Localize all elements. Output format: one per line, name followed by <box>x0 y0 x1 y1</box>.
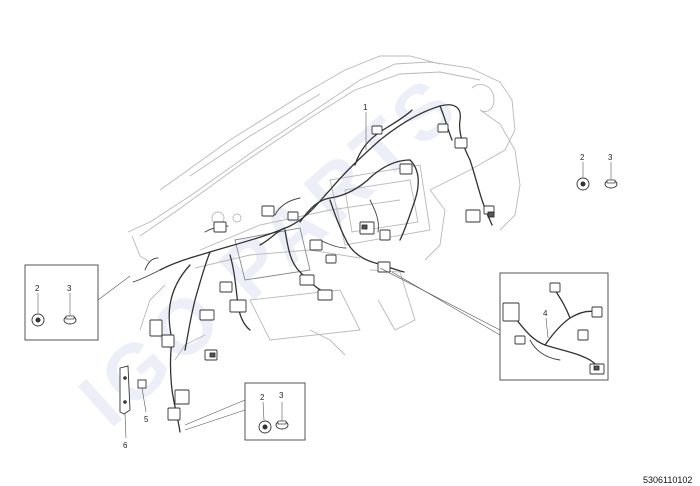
callout-main-harness: 1 <box>363 103 368 112</box>
callout-screw-top-right: 3 <box>608 153 613 162</box>
callout-clip-bottom: 2 <box>260 393 265 402</box>
callout-sub-harness: 4 <box>543 309 548 318</box>
dashboard-panel-outline <box>127 55 521 361</box>
callout-bracket: 6 <box>123 441 128 450</box>
left-detail-box: 2 3 <box>24 264 131 341</box>
screw-part <box>63 315 77 325</box>
main-harness-callout: 1 <box>363 103 368 150</box>
document-number: 5306110102 <box>643 475 692 485</box>
bracket-assembly: 5 6 <box>119 365 149 450</box>
clip-part <box>31 313 45 327</box>
callout-screw-bottom: 3 <box>279 391 284 400</box>
callout-screw-left: 3 <box>67 284 72 293</box>
screw-part <box>275 420 289 430</box>
top-right-parts: 2 3 <box>576 153 618 191</box>
harness-connectors <box>149 123 495 421</box>
clip-part <box>258 420 272 434</box>
clip-part <box>576 177 590 191</box>
main-wiring-harness <box>132 104 493 433</box>
right-detail-box: 4 <box>379 267 609 381</box>
screw-part <box>604 179 618 189</box>
callout-bracket-screw: 5 <box>144 415 149 424</box>
bottom-detail-box: 2 3 <box>184 382 306 441</box>
sub-harness <box>502 282 605 375</box>
callout-clip-left: 2 <box>35 284 40 293</box>
callout-clip-top-right: 2 <box>580 153 585 162</box>
